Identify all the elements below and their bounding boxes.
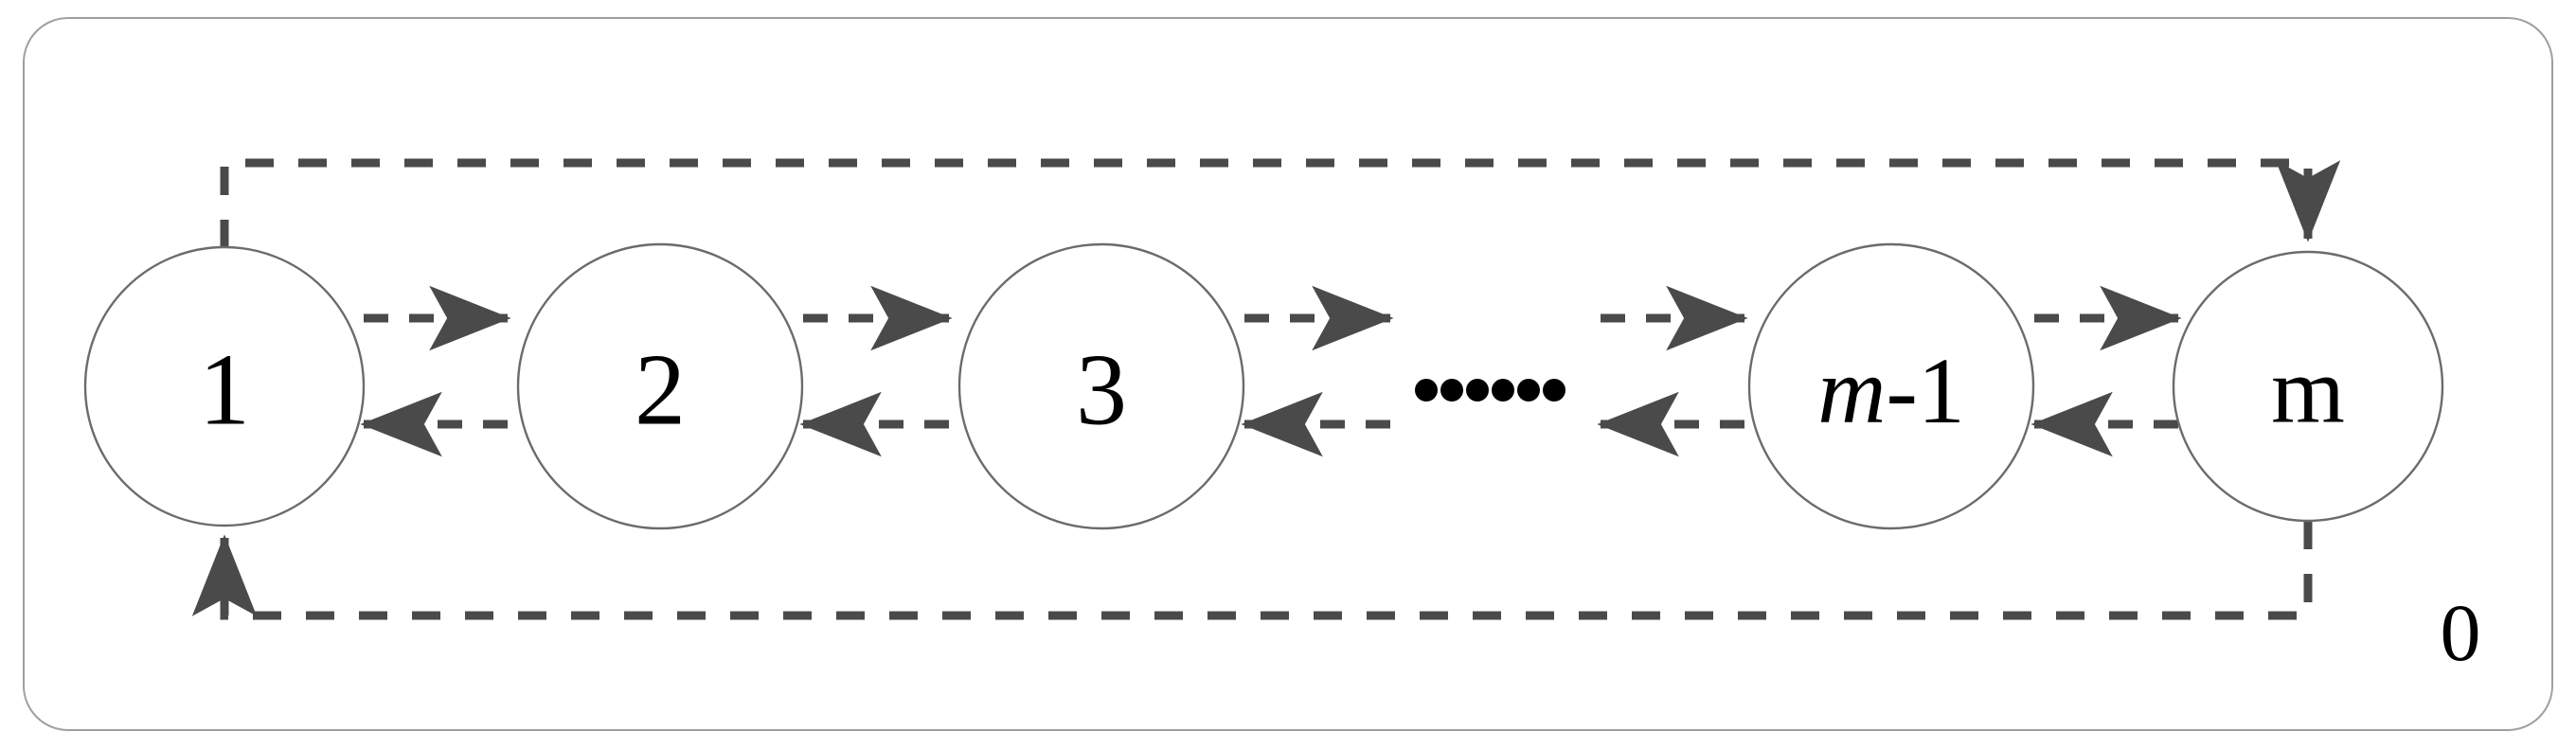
corner-label-zero: 0	[2441, 587, 2481, 678]
node-m-minus-1-label-plain: -1	[1886, 338, 1964, 443]
node-2-circle	[516, 242, 804, 530]
node-1-circle	[83, 245, 366, 527]
ellipsis-group: ……	[1415, 379, 1565, 402]
ellipsis-dot	[1440, 379, 1463, 402]
node-m[interactable]: m	[2172, 250, 2444, 523]
node-1[interactable]: 1	[83, 245, 366, 527]
node-m-label: m	[2271, 338, 2345, 443]
node-3[interactable]: 3	[957, 242, 1245, 530]
edge-wrap-top	[220, 158, 2341, 248]
ellipsis-dot	[1492, 379, 1514, 402]
ellipsis-dot	[1415, 379, 1438, 402]
edge-wrap-bottom	[191, 521, 2313, 620]
ellipsis-dot	[1517, 379, 1540, 402]
node-2-label: 2	[635, 334, 686, 447]
node-m-minus-1-label: m-1	[1817, 338, 1965, 443]
node-3-label: 3	[1076, 334, 1127, 447]
node-1-label: 1	[199, 334, 250, 447]
node-m-minus-1[interactable]: m-1	[1747, 242, 2035, 530]
ellipsis-dot	[1543, 379, 1565, 402]
ellipsis-dot	[1466, 379, 1489, 402]
node-m-minus-1-label-italic: m	[1817, 338, 1886, 443]
node-m-circle	[2172, 250, 2444, 523]
node-2[interactable]: 2	[516, 242, 804, 530]
node-m-minus-1-circle	[1747, 242, 2035, 530]
node-3-circle	[957, 242, 1245, 530]
